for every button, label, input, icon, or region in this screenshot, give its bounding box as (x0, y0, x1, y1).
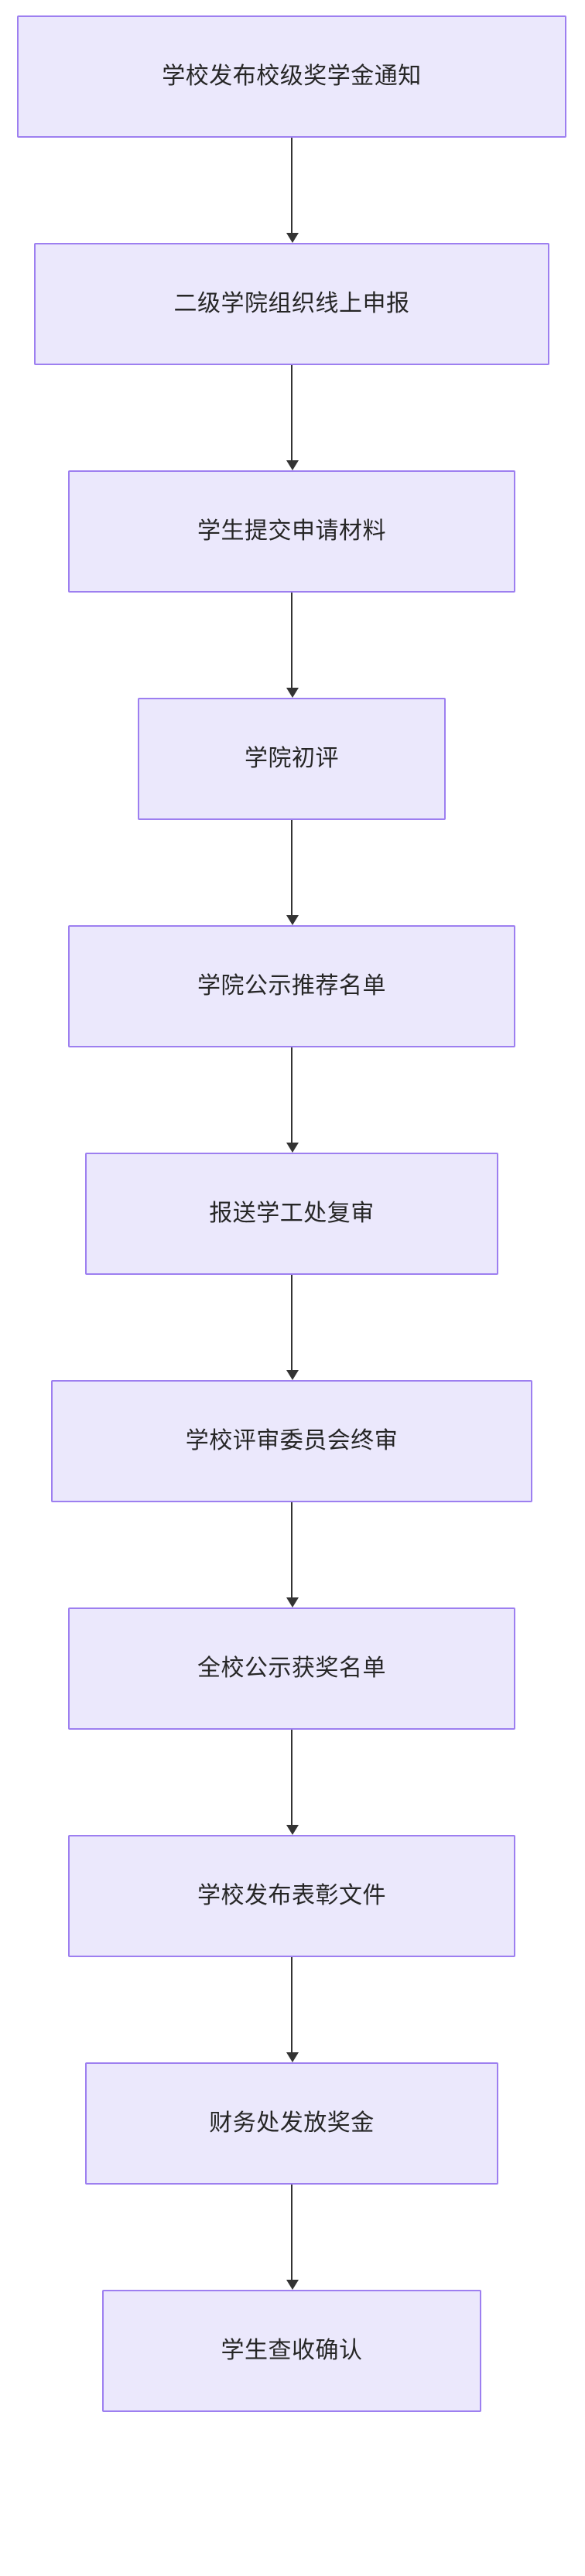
flow-node-n4[interactable]: 学院初评 (138, 698, 446, 820)
flow-edge-line (290, 1730, 293, 1826)
flow-edge-line (290, 820, 293, 916)
flow-node-label: 财务处发放奖金 (209, 2110, 375, 2137)
flow-node-label: 学生查收确认 (221, 2338, 363, 2364)
flow-edge-line (290, 2185, 293, 2280)
flow-node-label: 学校评审委员会终审 (185, 1428, 399, 1454)
arrowhead-icon (286, 233, 299, 243)
flow-node-n9[interactable]: 学校发布表彰文件 (68, 1835, 515, 1957)
flow-node-label: 学院初评 (245, 746, 339, 772)
flow-edge-line (290, 1957, 293, 2053)
flow-edge-line (290, 138, 293, 234)
flow-node-n10[interactable]: 财务处发放奖金 (85, 2062, 498, 2185)
flow-node-n5[interactable]: 学院公示推荐名单 (68, 925, 515, 1047)
flow-node-n8[interactable]: 全校公示获奖名单 (68, 1607, 515, 1730)
arrowhead-icon (286, 1597, 299, 1607)
arrowhead-icon (286, 1143, 299, 1153)
flow-edge-line (290, 1502, 293, 1598)
flow-node-n11[interactable]: 学生查收确认 (102, 2290, 481, 2412)
flow-edge-line (290, 1047, 293, 1143)
flow-node-label: 学校发布表彰文件 (197, 1883, 386, 1909)
flow-node-label: 报送学工处复审 (209, 1201, 375, 1227)
flow-node-n3[interactable]: 学生提交申请材料 (68, 470, 515, 593)
flow-node-label: 学院公示推荐名单 (197, 973, 386, 999)
flow-node-n2[interactable]: 二级学院组织线上申报 (34, 243, 549, 365)
arrowhead-icon (286, 915, 299, 925)
flow-node-label: 二级学院组织线上申报 (173, 291, 410, 317)
flow-node-n7[interactable]: 学校评审委员会终审 (51, 1380, 532, 1502)
flow-node-n6[interactable]: 报送学工处复审 (85, 1153, 498, 1275)
arrowhead-icon (286, 2280, 299, 2290)
flow-node-n1[interactable]: 学校发布校级奖学金通知 (17, 15, 566, 138)
arrowhead-icon (286, 1370, 299, 1380)
arrowhead-icon (286, 2052, 299, 2062)
flow-node-label: 全校公示获奖名单 (197, 1655, 386, 1682)
flow-edge-line (290, 365, 293, 461)
flow-node-label: 学校发布校级奖学金通知 (162, 63, 422, 90)
arrowhead-icon (286, 460, 299, 470)
arrowhead-icon (286, 688, 299, 698)
arrowhead-icon (286, 1825, 299, 1835)
flow-edge-line (290, 593, 293, 688)
flow-node-label: 学生提交申请材料 (197, 518, 386, 545)
flow-edge-line (290, 1275, 293, 1371)
